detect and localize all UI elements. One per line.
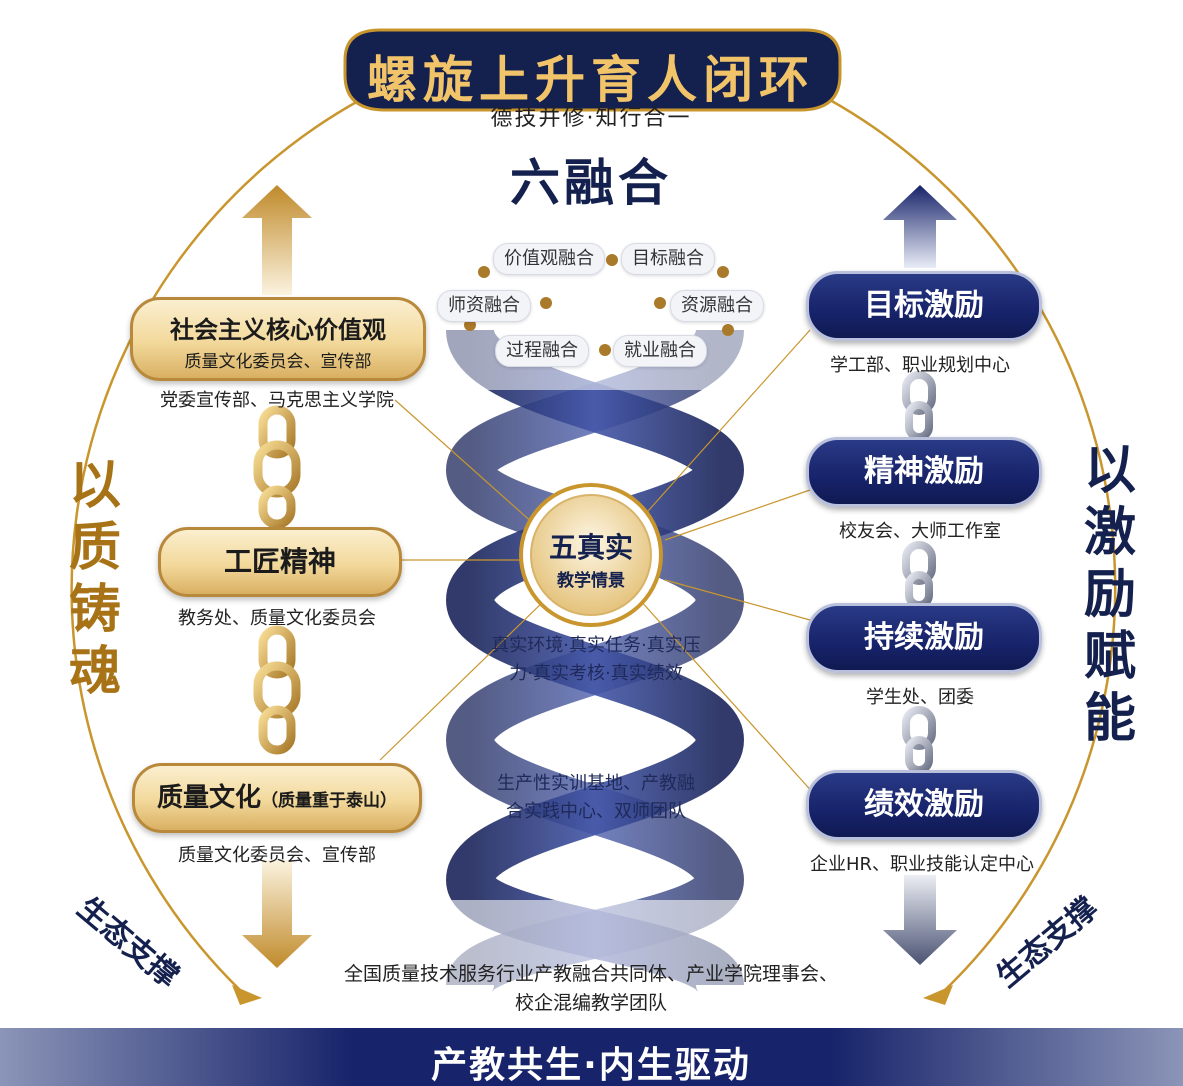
five-real-title: 五真实 [548,531,634,564]
goal-incentive-dept: 学工部、职业规划中心 [830,355,1010,376]
core-values-dept: 党委宣传部、马克思主义学院 [160,390,394,411]
down-arrow-icon [242,860,312,968]
fusion-pill: 就业融合 [613,335,707,367]
page-title: 螺旋上升育人闭环 [367,51,815,109]
connector-lines [379,329,816,796]
six-fusion-title: 六融合 [510,154,672,212]
quality-culture-note: （质量重于泰山） [261,791,397,811]
five-real-subtitle: 教学情景 [557,571,625,591]
page-subtitle: 德技并修·知行合一 [490,106,692,131]
down-arrow-icon [883,875,957,965]
quality-culture-dept: 质量文化委员会、宣传部 [178,845,376,866]
five-real-line-2: 力·真实考核·真实绩效 [509,663,683,684]
training-base-description: 生产性实训基地、产教融 合实践中心、双师团队 [491,770,701,826]
craftsman-spirit-dept: 教务处、质量文化委员会 [178,608,376,629]
goal-incentive-card: 目标激励 [806,271,1042,341]
fusion-pill: 资源融合 [670,290,764,322]
chain-link-icon [253,405,301,529]
continuous-incentive-card: 持续激励 [806,603,1042,673]
core-values-card: 社会主义核心价值观 质量文化委员会、宣传部 [130,297,426,381]
bottom-banner-bg [0,1028,1183,1086]
goal-incentive-label: 目标激励 [864,288,984,323]
double-helix [440,300,750,995]
core-values-sub: 质量文化委员会、宣传部 [184,352,372,372]
fusion-pill: 过程融合 [495,335,589,367]
five-real-line-1: 真实环境·真实任务·真实压 [491,635,701,656]
side-label-right: 以激励赋能 [1083,441,1136,749]
chain-link-icon [902,541,936,609]
spirit-incentive-card: 精神激励 [806,437,1042,507]
side-label-left: 以质铸魂 [68,456,121,702]
outer-arc-right [829,98,1117,991]
spirit-incentive-dept: 校友会、大师工作室 [839,521,1001,542]
fusion-dots [464,254,734,356]
chain-link-icon [253,625,301,755]
outer-arc-left [70,98,361,991]
ecosystem-line-1: 全国质量技术服务行业产教融合共同体、产业学院理事会、 [343,963,838,985]
performance-incentive-card: 绩效激励 [806,770,1042,840]
bottom-banner-text: 产教共生·内生驱动 [431,1045,751,1086]
fusion-pill: 师资融合 [437,290,531,322]
craftsman-spirit-label: 工匠精神 [223,545,336,578]
performance-incentive-dept: 企业HR、职业技能认定中心 [809,854,1035,875]
ecosystem-line-2: 校企混编教学团队 [514,992,667,1014]
continuous-incentive-dept: 学生处、团委 [866,687,974,708]
fusion-pill: 价值观融合 [493,243,605,275]
performance-incentive-label: 绩效激励 [864,787,984,822]
core-values-label: 社会主义核心价值观 [170,316,386,344]
chain-link-icon [902,706,936,774]
title-banner [343,28,842,112]
up-arrow-icon [242,185,312,295]
training-base-line-1: 生产性实训基地、产教融 [497,773,695,794]
curved-arrow-icon [923,985,953,1005]
continuous-incentive-label: 持续激励 [864,620,984,655]
ecosystem-description: 全国质量技术服务行业产教融合共同体、产业学院理事会、 校企混编教学团队 [281,960,901,1018]
five-real-description: 真实环境·真实任务·真实压 力·真实考核·真实绩效 [481,632,711,688]
quality-culture-label: 质量文化 [156,783,261,813]
fusion-pill: 目标融合 [621,243,715,275]
training-base-line-2: 合实践中心、双师团队 [506,801,686,822]
curved-arrow-icon [232,985,262,1005]
quality-culture-card: 质量文化（质量重于泰山） [132,763,422,833]
spirit-incentive-label: 精神激励 [864,454,984,489]
chain-link-icon [902,371,936,441]
up-arrow-icon [883,185,957,268]
craftsman-spirit-card: 工匠精神 [158,527,402,597]
